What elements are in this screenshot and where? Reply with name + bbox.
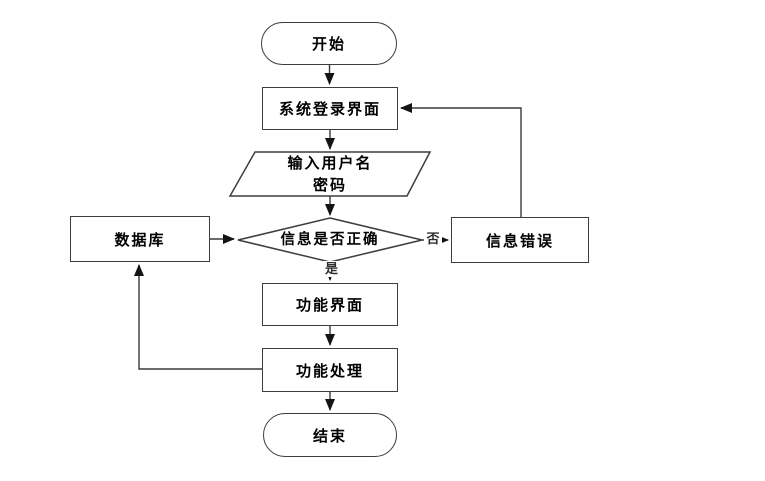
info-error-label: 信息错误 — [485, 231, 554, 250]
start-node: 开始 — [261, 22, 397, 65]
database-node: 数据库 — [70, 216, 210, 262]
function-screen-node: 功能界面 — [262, 283, 398, 326]
connector-function-process-to-database — [134, 264, 262, 370]
database-label: 数据库 — [114, 230, 166, 249]
edge-label-yes: 是 — [323, 261, 340, 277]
info-error-node: 信息错误 — [451, 217, 589, 263]
function-process-node: 功能处理 — [262, 348, 398, 392]
login-screen-label: 系统登录界面 — [278, 100, 381, 118]
input-credentials-parallelogram — [228, 151, 432, 197]
end-node: 结束 — [263, 413, 397, 457]
function-process-label: 功能处理 — [295, 361, 364, 380]
login-screen-node: 系统登录界面 — [262, 87, 398, 130]
connector-error-to-login — [400, 103, 522, 217]
edge-label-no: 否 — [424, 231, 442, 248]
end-label: 结束 — [312, 426, 347, 445]
function-screen-label: 功能界面 — [295, 296, 364, 314]
start-label: 开始 — [311, 35, 346, 53]
decision-diamond — [237, 217, 423, 263]
